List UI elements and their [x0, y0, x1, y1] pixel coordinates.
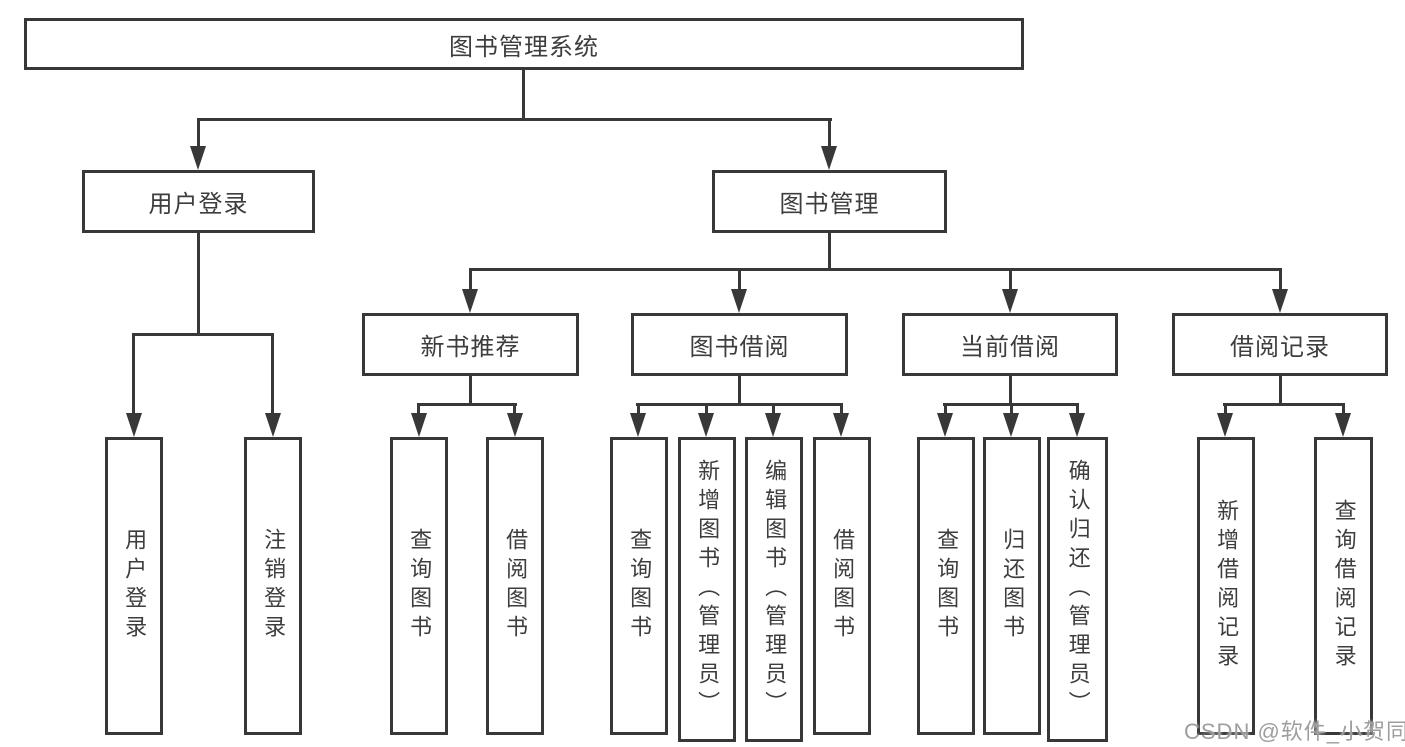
leaf-user-login: 用户登录 — [105, 437, 163, 735]
arrowhead-down — [507, 413, 523, 437]
connector-line — [469, 268, 472, 292]
arrowhead-down — [630, 413, 646, 437]
connector-line — [705, 403, 708, 415]
connector-line — [469, 376, 472, 405]
node-book-borrowing-label: 图书借阅 — [689, 334, 790, 361]
leaf-confirm-return-admin: 确认归还（管理员） — [1047, 437, 1108, 742]
arrowhead-down — [1335, 413, 1351, 437]
connector-line — [522, 69, 525, 120]
node-user-login: 用户登录 — [82, 170, 315, 233]
connector-line — [1224, 403, 1227, 415]
arrowhead-down — [462, 289, 478, 313]
leaf-edit-book-admin: 编辑图书（管理员） — [745, 437, 803, 742]
connector-line — [828, 233, 831, 270]
arrowhead-down — [1069, 413, 1085, 437]
leaf-logout: 注销登录 — [244, 437, 302, 735]
connector-line — [197, 233, 200, 335]
leaf-query-books-1: 查询图书 — [390, 437, 448, 735]
connector-line — [132, 333, 274, 336]
arrowhead-down — [411, 413, 427, 437]
leaf-borrow-books-2-label: 借阅图书 — [830, 528, 856, 644]
arrowhead-down — [833, 413, 849, 437]
leaf-query-books-3: 查询图书 — [917, 437, 975, 735]
connector-line — [197, 118, 832, 121]
connector-line — [271, 333, 274, 415]
connector-line — [132, 333, 135, 415]
leaf-query-borrow-record: 查询借阅记录 — [1314, 437, 1373, 735]
leaf-edit-book-admin-label: 编辑图书（管理员） — [762, 459, 788, 720]
leaf-return-book-label: 归还图书 — [1000, 528, 1026, 644]
node-borrowing-records-label: 借阅记录 — [1230, 334, 1330, 361]
arrowhead-down — [1272, 289, 1288, 313]
node-current-borrowing-label: 当前借阅 — [960, 334, 1060, 361]
node-new-book-recommend-label: 新书推荐 — [420, 334, 521, 361]
node-borrowing-records: 借阅记录 — [1172, 313, 1388, 376]
arrowhead-down — [1217, 413, 1233, 437]
leaf-borrow-books-1: 借阅图书 — [486, 437, 544, 735]
arrowhead-down — [265, 413, 281, 437]
arrowhead-down — [1003, 413, 1019, 437]
leaf-user-login-label: 用户登录 — [122, 528, 148, 644]
leaf-query-borrow-record-label: 查询借阅记录 — [1331, 499, 1357, 673]
connector-line — [738, 268, 741, 292]
connector-line — [1279, 268, 1282, 292]
node-book-management: 图书管理 — [712, 170, 947, 233]
leaf-borrow-books-1-label: 借阅图书 — [503, 528, 529, 644]
leaf-query-books-2-label: 查询图书 — [627, 528, 653, 644]
node-book-management-label: 图书管理 — [779, 191, 880, 218]
leaf-return-book: 归还图书 — [983, 437, 1041, 735]
arrowhead-down — [731, 289, 747, 313]
connector-line — [1279, 376, 1282, 405]
connector-line — [636, 403, 843, 406]
connector-line — [1009, 268, 1012, 292]
node-current-borrowing: 当前借阅 — [902, 313, 1118, 376]
leaf-add-book-admin: 新增图书（管理员） — [678, 437, 736, 742]
connector-line — [417, 403, 517, 406]
leaf-add-borrow-record-label: 新增借阅记录 — [1214, 499, 1240, 673]
leaf-query-books-3-label: 查询图书 — [934, 528, 960, 644]
arrowhead-down — [698, 413, 714, 437]
connector-line — [1009, 376, 1012, 405]
leaf-query-books-2: 查询图书 — [610, 437, 668, 735]
leaf-query-books-1-label: 查询图书 — [407, 528, 433, 644]
connector-line — [738, 376, 741, 405]
connector-line — [1076, 403, 1079, 415]
connector-line — [1342, 403, 1345, 415]
leaf-borrow-books-2: 借阅图书 — [813, 437, 871, 735]
node-root: 图书管理系统 — [24, 18, 1024, 70]
leaf-confirm-return-admin-label: 确认归还（管理员） — [1065, 459, 1091, 720]
connector-line — [840, 403, 843, 415]
arrowhead-down — [126, 413, 142, 437]
connector-line — [513, 403, 516, 415]
leaf-add-book-admin-label: 新增图书（管理员） — [695, 459, 721, 720]
node-book-borrowing: 图书借阅 — [631, 313, 848, 376]
arrowhead-down — [765, 413, 781, 437]
arrowhead-down — [937, 413, 953, 437]
connector-line — [1223, 403, 1345, 406]
connector-line — [197, 118, 200, 148]
connector-line — [828, 118, 831, 148]
connector-line — [944, 403, 947, 415]
connector-line — [469, 268, 1281, 271]
arrowhead-down — [1002, 289, 1018, 313]
connector-line — [772, 403, 775, 415]
arrowhead-down — [821, 146, 837, 170]
leaf-add-borrow-record: 新增借阅记录 — [1197, 437, 1255, 735]
connector-line — [1010, 403, 1013, 415]
arrowhead-down — [190, 146, 206, 170]
connector-line — [637, 403, 640, 415]
csdn-watermark: CSDN @软件_小贺同学 — [1184, 719, 1405, 744]
node-new-book-recommend: 新书推荐 — [362, 313, 579, 376]
leaf-logout-label: 注销登录 — [261, 528, 287, 644]
node-root-label: 图书管理系统 — [449, 33, 599, 61]
node-user-login-label: 用户登录 — [148, 191, 249, 218]
connector-line — [417, 403, 420, 415]
